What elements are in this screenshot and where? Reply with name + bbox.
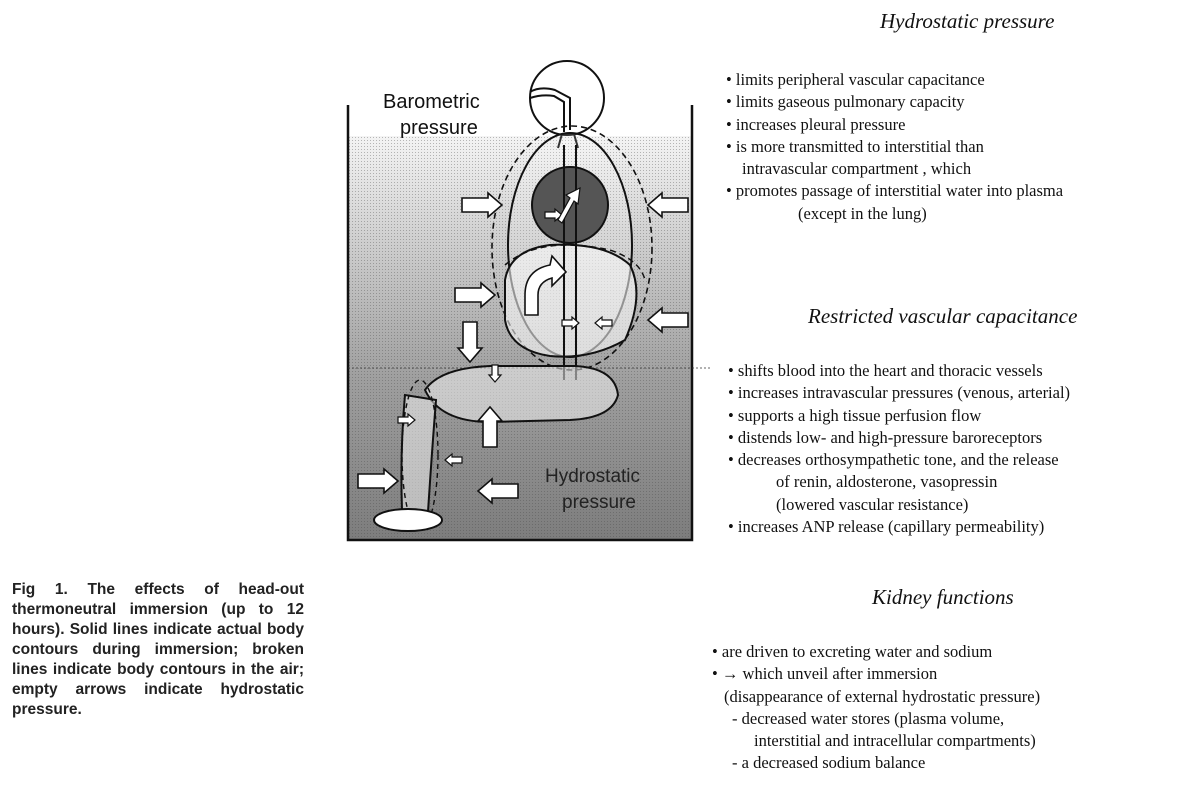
list-item: • → which unveil after immersion <box>712 663 1040 685</box>
list-item: intravascular compartment , which <box>726 158 1063 180</box>
list-item: • increases intravascular pressures (ven… <box>728 382 1070 404</box>
list-item: (lowered vascular resistance) <box>728 494 1070 516</box>
list-item: • decreases orthosympathetic tone, and t… <box>728 449 1070 471</box>
list-item: of renin, aldosterone, vasopressin <box>728 471 1070 493</box>
barometric-label-2: pressure <box>400 117 478 139</box>
list-item: - a decreased sodium balance <box>712 752 1040 774</box>
list-item: • limits peripheral vascular capacitance <box>726 69 1063 91</box>
immersion-figure: Barometric pressure Hydrostatic pressure <box>340 50 712 546</box>
hydrostatic-list: • limits peripheral vascular capacitance… <box>726 69 1063 225</box>
hydrostatic-label-1: Hydrostatic <box>545 466 640 487</box>
list-item: • promotes passage of interstitial water… <box>726 180 1063 202</box>
hydrostatic-title: Hydrostatic pressure <box>880 9 1054 34</box>
list-item: • supports a high tissue perfusion flow <box>728 405 1070 427</box>
list-item: • increases pleural pressure <box>726 114 1063 136</box>
kidney-list: • are driven to excreting water and sodi… <box>712 641 1040 775</box>
list-item: • limits gaseous pulmonary capacity <box>726 91 1063 113</box>
list-item: (disappearance of external hydrostatic p… <box>712 686 1040 708</box>
kidney-title: Kidney functions <box>872 585 1014 610</box>
list-item: - decreased water stores (plasma volume, <box>712 708 1040 730</box>
barometric-label-1: Barometric <box>383 91 480 113</box>
list-item: • shifts blood into the heart and thorac… <box>728 360 1070 382</box>
list-item: • are driven to excreting water and sodi… <box>712 641 1040 663</box>
restricted-list: • shifts blood into the heart and thorac… <box>728 360 1070 538</box>
list-item: interstitial and intracellular compartme… <box>712 730 1040 752</box>
figure-caption: Fig 1. The effects of head-out thermoneu… <box>12 580 304 720</box>
list-item: • increases ANP release (capillary perme… <box>728 516 1070 538</box>
list-item: • is more transmitted to interstitial th… <box>726 136 1063 158</box>
restricted-title: Restricted vascular capacitance <box>808 304 1077 329</box>
list-item: (except in the lung) <box>726 203 1063 225</box>
hydrostatic-label-2: pressure <box>562 492 636 513</box>
list-item: • distends low- and high-pressure barore… <box>728 427 1070 449</box>
